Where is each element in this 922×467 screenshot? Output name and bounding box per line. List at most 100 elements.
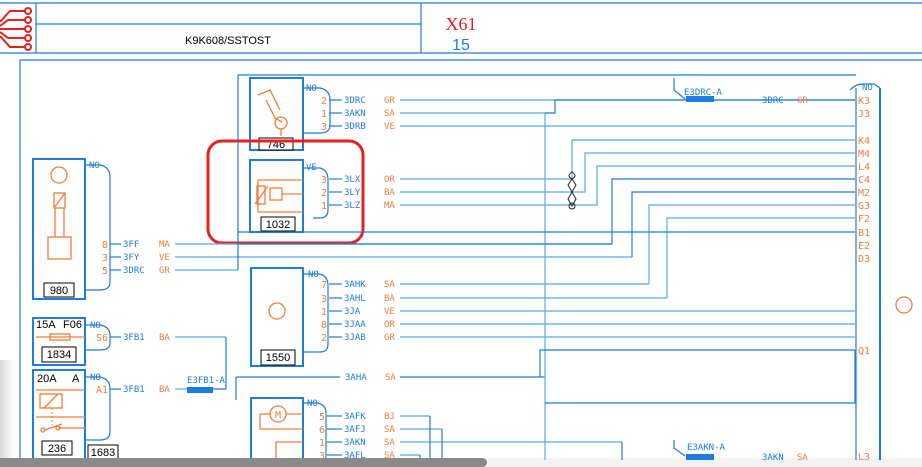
pin-number: 3 bbox=[102, 253, 108, 264]
wire-code: 3DRC bbox=[344, 96, 366, 106]
circuit-logo-icon bbox=[0, 7, 32, 51]
splice-label: E3DRC-A bbox=[684, 88, 723, 98]
component-236[interactable]: 20A A 236 1683 NO bbox=[32, 369, 119, 461]
connector-label: NO bbox=[307, 399, 318, 409]
ecu-pin-label: J3 bbox=[858, 109, 870, 120]
component-980[interactable]: 980 NO bbox=[32, 158, 111, 300]
wire-segment bbox=[213, 337, 227, 390]
ecu[interactable]: NO bbox=[849, 83, 913, 460]
wire-color: SA bbox=[797, 453, 808, 463]
wire-color: OR bbox=[384, 175, 395, 185]
fuse-id: F06 bbox=[63, 319, 82, 331]
pin-number: 5 bbox=[102, 266, 108, 277]
pin-number: 2 bbox=[321, 188, 327, 199]
wire-segment bbox=[237, 74, 856, 270]
wire-color: GR bbox=[159, 266, 170, 276]
wire-color: GR bbox=[797, 96, 808, 106]
component-id: 980 bbox=[50, 285, 68, 297]
ecu-pin-label: M4 bbox=[858, 149, 870, 160]
ecu-pin-label: K3 bbox=[858, 96, 870, 107]
pin-number: 2 bbox=[321, 333, 327, 344]
wire-color: BJ bbox=[384, 412, 395, 422]
wire-color: GR bbox=[384, 96, 395, 106]
horizontal-scrollbar-thumb[interactable] bbox=[0, 458, 487, 467]
wire-code: 3AHA bbox=[345, 373, 367, 383]
connector-label: NO bbox=[90, 373, 101, 383]
wire-labels: 2 3DRC GR 1 3AKN SA 3 3DRB VE 3 3LX OR 2 3LY BA 1 3LZ MA 8… bbox=[96, 0, 870, 463]
component-1550[interactable]: 1550 NO bbox=[250, 267, 329, 367]
pin-number: 8 bbox=[102, 240, 108, 251]
pin-number: 8 bbox=[321, 320, 327, 331]
wire-color: VE bbox=[159, 253, 170, 263]
sheet-code: X61 bbox=[446, 14, 477, 34]
fuse-rating: 15A bbox=[36, 319, 56, 331]
pin-number: 1 bbox=[321, 109, 327, 120]
relay-id: A bbox=[72, 373, 80, 385]
wire-color: SA bbox=[384, 425, 395, 435]
pin-number: 5 bbox=[319, 412, 325, 423]
ecu-pin-label: M2 bbox=[858, 188, 870, 199]
wire-code: 3AFL bbox=[344, 451, 366, 461]
wire-color: VE bbox=[384, 122, 395, 132]
connector-label: NO bbox=[306, 84, 317, 94]
ecu-pin-label: K4 bbox=[858, 136, 870, 147]
wire-segment bbox=[666, 217, 855, 298]
pin-number: S6 bbox=[96, 333, 108, 344]
wire-segment bbox=[611, 178, 855, 244]
wire-segment bbox=[571, 139, 855, 179]
wires bbox=[110, 75, 856, 460]
relay-rating: 20A bbox=[37, 373, 57, 385]
connector-label: VE bbox=[306, 163, 317, 173]
wire-color: MA bbox=[384, 201, 395, 211]
wire-segment bbox=[631, 191, 855, 257]
pin-number: A1 bbox=[96, 385, 108, 396]
ecu-pin-label: Q1 bbox=[858, 346, 870, 357]
ecu-pin-label: B1 bbox=[858, 228, 870, 239]
ecu-pin-label: L3 bbox=[858, 452, 870, 463]
ecu-pin-label: L4 bbox=[858, 162, 870, 173]
component-1032[interactable]: 1032 VE bbox=[249, 159, 329, 233]
ecu-pin-label: E2 bbox=[858, 241, 870, 252]
connector-label: NO bbox=[308, 270, 319, 280]
ecu-pin-label: C4 bbox=[858, 175, 870, 186]
splice-e3akn-a[interactable]: E3AKN-A bbox=[673, 440, 726, 460]
component-id: 1032 bbox=[266, 219, 290, 231]
wire-color: GR bbox=[384, 333, 395, 343]
wire-code: 3LY bbox=[344, 188, 361, 198]
ecu-pin-label: F2 bbox=[858, 214, 870, 225]
splice-e3drc-a[interactable]: E3DRC-A bbox=[673, 78, 723, 102]
wire-code: 3LX bbox=[344, 175, 361, 185]
splice-label: E3FB1-A bbox=[187, 376, 226, 386]
wire-code: 3AKN bbox=[344, 438, 366, 448]
wire-code: 3DRB bbox=[344, 122, 366, 132]
wire-color: BA bbox=[384, 294, 395, 304]
wire-code: 3AFJ bbox=[344, 425, 366, 435]
wire-code: 3FY bbox=[123, 253, 140, 263]
pin-number: 3 bbox=[321, 175, 327, 186]
wire-code: 3JA bbox=[344, 307, 361, 317]
wire-code: 3JAA bbox=[344, 320, 366, 330]
header: K9K608/SSTOST X61 15 bbox=[0, 2, 922, 54]
component-motor[interactable]: M NO bbox=[250, 397, 327, 467]
pin-number: 3 bbox=[321, 122, 327, 133]
splice-label: E3AKN-A bbox=[687, 443, 726, 453]
pin-number: 3 bbox=[319, 451, 325, 462]
wire-segment bbox=[572, 165, 855, 206]
wire-segment bbox=[545, 350, 856, 404]
document-title: K9K608/SSTOST bbox=[185, 35, 271, 47]
transistor-icon bbox=[895, 296, 913, 314]
component-id: 1550 bbox=[266, 352, 290, 364]
splice-e3fb1-a[interactable]: E3FB1-A bbox=[187, 376, 226, 393]
wire-code: 3LZ bbox=[344, 201, 361, 211]
pin-number: 1 bbox=[321, 307, 327, 318]
wire-color: SA bbox=[384, 438, 395, 448]
wire-color: BA bbox=[159, 385, 170, 395]
twisted-pair-icon bbox=[567, 171, 577, 210]
pin-number: 6 bbox=[319, 425, 325, 436]
wire-color: BA bbox=[384, 188, 395, 198]
wire-code: 3JAB bbox=[344, 333, 366, 343]
component-1834[interactable]: 15A F06 1834 NO bbox=[32, 317, 111, 366]
wire-code: 3AFK bbox=[344, 412, 366, 422]
wire-segment bbox=[572, 152, 855, 193]
